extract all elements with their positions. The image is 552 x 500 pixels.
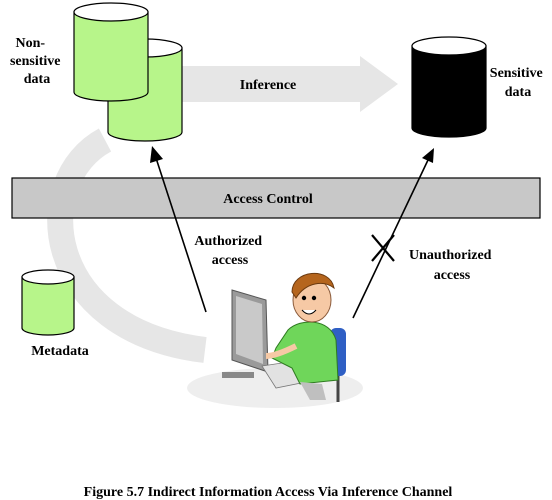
unauthorized-label-line2: access bbox=[434, 268, 471, 283]
sensitive-label: Sensitive data bbox=[490, 66, 546, 100]
authorized-label: Authorized access bbox=[194, 234, 265, 268]
access-control-bar bbox=[11, 177, 541, 219]
nonsensitive-label-line3: data bbox=[24, 72, 50, 87]
authorized-label-line2: access bbox=[212, 253, 249, 268]
unauthorized-label: Unauthorized access bbox=[409, 248, 495, 283]
inference-label: Inference bbox=[240, 78, 297, 93]
nonsensitive-db-back bbox=[73, 2, 149, 102]
metadata-db bbox=[21, 269, 75, 336]
nonsensitive-label-line2: sensitive bbox=[10, 54, 61, 69]
sensitive-label-line2: data bbox=[505, 85, 531, 100]
user-at-computer-illustration bbox=[187, 273, 363, 408]
inference-arrow bbox=[180, 56, 398, 112]
access-control-label: Access Control bbox=[223, 192, 313, 207]
authorized-arrow bbox=[150, 146, 207, 313]
unauthorized-label-line1: Unauthorized bbox=[409, 248, 492, 263]
blocked-x-icon bbox=[371, 234, 395, 262]
sensitive-db bbox=[411, 36, 487, 138]
unauthorized-arrow bbox=[352, 148, 434, 319]
figure-caption: Figure 5.7 Indirect Information Access V… bbox=[84, 485, 453, 500]
sensitive-label-line1: Sensitive bbox=[490, 66, 543, 81]
metadata-label: Metadata bbox=[31, 344, 89, 359]
nonsensitive-label: Non- sensitive data bbox=[10, 36, 64, 87]
nonsensitive-label-line1: Non- bbox=[15, 36, 45, 51]
authorized-label-line1: Authorized bbox=[194, 234, 262, 249]
inference-arc bbox=[47, 128, 207, 363]
